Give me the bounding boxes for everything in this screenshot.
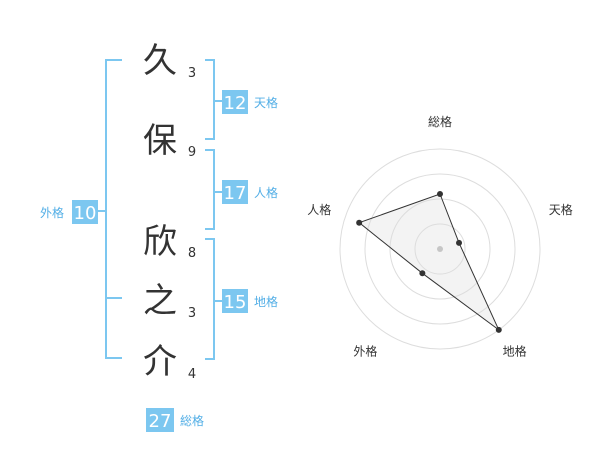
name-char-1: 久 xyxy=(143,41,177,81)
radar-polygon xyxy=(358,193,500,331)
name-char-2: 保 xyxy=(143,121,177,161)
radar-point-5 xyxy=(356,219,363,226)
radar-axis-label-1: 総格 xyxy=(428,114,452,129)
badge-chikaku-label: 地格 xyxy=(254,294,278,309)
badge-tenkaku-label: 天格 xyxy=(254,95,278,110)
badge-tenkaku-box xyxy=(222,90,248,114)
badge-soukaku-value: 27 xyxy=(149,411,172,432)
radar-ring-4 xyxy=(339,148,541,350)
stroke-count-3: 8 xyxy=(188,246,196,261)
stroke-count-5: 4 xyxy=(188,367,196,382)
badge-soukaku-label: 総格 xyxy=(180,413,204,428)
radar-point-3 xyxy=(495,326,502,333)
bracket-gaikaku xyxy=(105,59,122,359)
badge-chikaku-box xyxy=(222,289,248,313)
badge-soukaku-box xyxy=(146,408,174,432)
badge-gaikaku-label: 外格 xyxy=(40,205,64,220)
badge-gaikaku-box xyxy=(72,200,98,224)
name-column: 久 3 保 9 欣 8 之 3 介 4 xyxy=(143,41,196,382)
brackets xyxy=(98,59,222,360)
bracket-tenkaku xyxy=(205,59,215,140)
radar-ring-2 xyxy=(389,198,491,300)
stroke-count-1: 3 xyxy=(188,66,196,81)
radar-point-4 xyxy=(419,270,426,277)
radar-point-1 xyxy=(437,191,443,197)
badge-jinkaku-value: 17 xyxy=(224,183,247,204)
badge-jinkaku-box xyxy=(222,180,248,204)
radar-point-2 xyxy=(456,239,463,246)
bracket-jinkaku xyxy=(205,149,215,230)
name-char-4: 之 xyxy=(143,281,177,321)
badge-gaikaku: 外格 10 xyxy=(40,200,98,224)
badge-jinkaku: 17 人格 xyxy=(222,180,278,204)
bracket-chikaku xyxy=(205,238,215,360)
stroke-count-2: 9 xyxy=(188,145,196,160)
stroke-count-4: 3 xyxy=(188,306,196,321)
radar-axis-label-3: 地格 xyxy=(503,344,527,359)
radar-ring-1 xyxy=(414,223,466,275)
name-char-5: 介 xyxy=(143,342,177,382)
radar-axis-label-4: 外格 xyxy=(353,344,377,359)
badge-tenkaku-value: 12 xyxy=(224,93,247,114)
badge-soukaku: 27 総格 xyxy=(146,408,204,432)
radar-axis-label-2: 天格 xyxy=(549,202,573,217)
radar-axis-label-5: 人格 xyxy=(307,202,331,217)
badge-tenkaku: 12 天格 xyxy=(222,90,278,114)
radar-ring-3 xyxy=(364,173,516,325)
radar-center-dot xyxy=(437,246,443,252)
badge-jinkaku-label: 人格 xyxy=(254,185,278,200)
badge-chikaku: 15 地格 xyxy=(222,289,278,313)
badge-gaikaku-value: 10 xyxy=(74,203,97,224)
name-char-3: 欣 xyxy=(143,222,177,262)
badge-chikaku-value: 15 xyxy=(224,292,247,313)
